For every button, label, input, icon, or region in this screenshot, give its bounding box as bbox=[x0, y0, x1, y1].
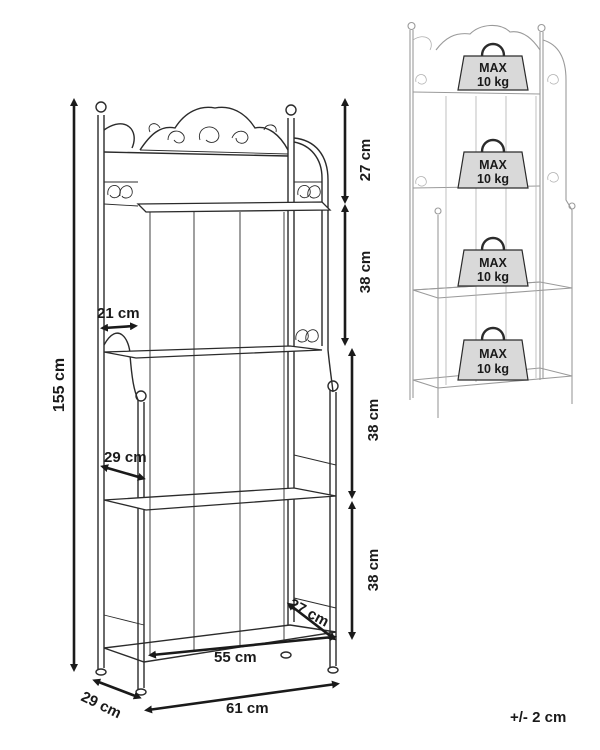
depth-arrow-bottom bbox=[286, 602, 337, 641]
weight-icon-4: MAX 10 kg bbox=[457, 326, 529, 381]
label-section-4: 38 cm bbox=[365, 549, 382, 592]
label-shelf-depth-small: 21 cm bbox=[97, 305, 140, 322]
weight-1-line1: MAX bbox=[479, 61, 507, 75]
weight-4-line1: MAX bbox=[479, 347, 507, 361]
weight-icon-3: MAX 10 kg bbox=[457, 236, 529, 287]
label-outer-width: 61 cm bbox=[226, 700, 269, 717]
width-arrow-outer bbox=[144, 680, 340, 714]
weight-1-line2: 10 kg bbox=[477, 75, 509, 89]
dimension-arrows bbox=[70, 98, 356, 714]
label-top-section: 27 cm bbox=[357, 139, 374, 182]
depth-arrow-outer bbox=[92, 678, 142, 700]
tolerance-note: +/- 2 cm bbox=[510, 709, 566, 726]
label-inner-width: 55 cm bbox=[214, 649, 257, 666]
label-section-3: 38 cm bbox=[365, 399, 382, 442]
weight-4-line2: 10 kg bbox=[477, 362, 509, 376]
weight-2-line2: 10 kg bbox=[477, 172, 509, 186]
weight-3-line2: 10 kg bbox=[477, 270, 509, 284]
depth-arrow-shelf-small bbox=[100, 322, 138, 332]
label-total-height: 155 cm bbox=[51, 358, 68, 412]
label-shelf-depth-mid: 29 cm bbox=[104, 449, 147, 466]
weight-icon-1: MAX 10 kg bbox=[457, 42, 529, 91]
load-capacity-drawing bbox=[407, 21, 576, 418]
label-outer-depth: 29 cm bbox=[78, 688, 124, 722]
weight-icon-2: MAX 10 kg bbox=[457, 138, 529, 189]
weight-3-line1: MAX bbox=[479, 256, 507, 270]
width-arrow-inner bbox=[148, 633, 337, 659]
weight-2-line1: MAX bbox=[479, 158, 507, 172]
depth-arrow-shelf-mid bbox=[100, 464, 146, 481]
label-section-2: 38 cm bbox=[357, 251, 374, 294]
